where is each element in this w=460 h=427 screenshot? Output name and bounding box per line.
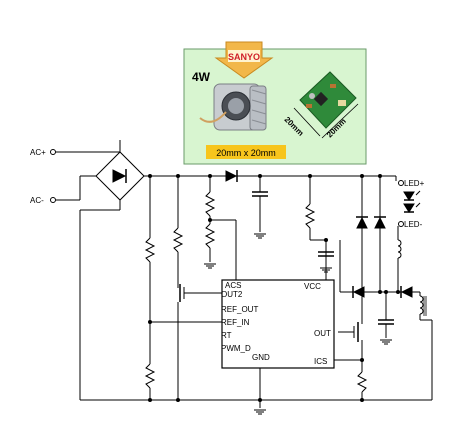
ic-pin-gnd: GND [252,353,270,362]
diode-d3 [356,176,368,320]
resistor-r2 [172,176,184,282]
led-output [395,176,421,240]
resistor-r5 [304,176,327,282]
transformer-aux [419,292,433,401]
capacitor-c3 [378,292,394,345]
resistor-r1 [144,176,156,400]
pcb-module-photo [299,71,357,129]
schematic [50,140,433,415]
size-caption: 20mm x 20mm [216,148,276,158]
ac-plus-label: AC+ [30,148,46,157]
ic-pin-vcc: VCC [304,282,321,291]
inductor-l1 [397,239,402,292]
ic-pin-ref-out: REF_OUT [221,305,258,314]
diode-d1 [225,170,238,182]
product-photo-inset: SANYO 4W 20mm 20mm [183,41,367,165]
diode-d2 [339,240,404,298]
bridge-rectifier [79,140,150,400]
ac-minus-label: AC- [30,196,44,205]
size-caption-box [206,145,286,159]
junction-dots [148,174,400,402]
ic-pin-rt: RT [221,331,232,340]
ic-pin-out: OUT [314,329,331,338]
svg-text:SANYO: SANYO [228,52,260,62]
resistor-r3-r4 [203,176,237,285]
ic-pin-ref-in: REF_IN [221,318,250,327]
ic-pin-pwm-d: PWM_D [221,344,251,353]
capacitor-c1 [252,176,268,239]
led-plus-label: LED+ [404,179,425,188]
led-minus-label: LED- [404,220,423,229]
diode-d5 [400,286,420,298]
ac-minus-terminal [50,197,80,203]
ic-pin-out2: OUT2 [221,290,243,299]
ic-pin-ics: ICS [314,357,327,366]
lamp-socket-photo [199,83,267,131]
power-label: 4W [192,70,211,84]
ic-pin-acs: ACS [225,281,241,290]
resistor-sense [356,360,368,400]
mosfet-main [334,320,363,361]
transistor-out2 [177,282,222,400]
diode-d4 [374,176,386,292]
control-ic [221,279,335,400]
sanyo-logo: SANYO [214,41,274,79]
ac-plus-terminal [50,149,120,155]
